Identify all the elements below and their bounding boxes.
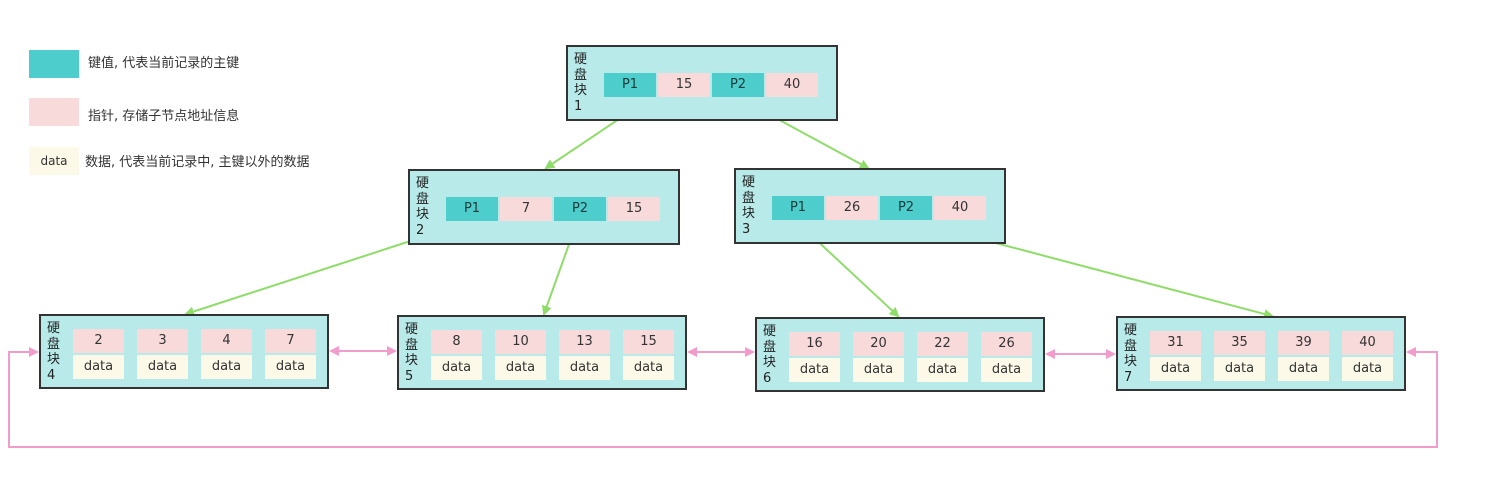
leaf-data-cell: data [137,355,188,379]
leaf-key-cell: 26 [981,332,1032,356]
leaf-key-cell: 2 [73,329,124,353]
block-label: 硬盘块6 [763,324,777,386]
pointer-p2-cell: P2 [554,197,606,221]
pointer-p1-cell: P1 [604,73,656,97]
leaf-data-cell: data [495,356,546,380]
legend-data-text: 数据, 代表当前记录中, 主键以外的数据 [85,155,310,170]
disk-block-1: 硬盘块1 P1 15 P2 40 [566,45,838,121]
pointer-p2-cell: P2 [880,196,932,220]
leaf-key-cell: 39 [1278,331,1329,355]
leaf-key-cell: 16 [789,332,840,356]
block-label: 硬盘块7 [1124,323,1138,385]
leaf-key-cell: 22 [917,332,968,356]
key-cell: 15 [608,197,660,221]
legend-key-swatch [29,50,79,78]
leaf-key-cell: 15 [623,330,674,354]
pointer-p1-cell: P1 [772,196,824,220]
leaf-data-cell: data [623,356,674,380]
legend-data-swatch: data [29,147,79,175]
leaf-key-cell: 35 [1214,331,1265,355]
leaf-data-cell: data [789,358,840,382]
disk-block-4: 硬盘块4 2 data 3 data 4 data 7 data [39,314,329,389]
arrow-b1-p1-to-b2 [544,112,629,170]
block-label: 硬盘块4 [47,321,61,383]
leaf-data-cell: data [73,355,124,379]
disk-block-6: 硬盘块6 16 data 20 data 22 data 26 data [755,317,1045,392]
leaf-data-cell: data [431,356,482,380]
key-cell: 15 [658,73,710,97]
leaf-key-cell: 20 [853,332,904,356]
leaf-key-cell: 3 [137,329,188,353]
disk-block-5: 硬盘块5 8 data 10 data 13 data 15 data [397,315,687,390]
legend-key-text: 键值, 代表当前记录的主键 [88,56,240,71]
block-label: 硬盘块5 [405,322,419,384]
leaf-key-cell: 31 [1150,331,1201,355]
leaf-data-cell: data [559,356,610,380]
leaf-key-cell: 10 [495,330,546,354]
leaf-data-cell: data [1278,357,1329,381]
legend-pointer-swatch [29,98,79,126]
block-label: 硬盘块3 [742,175,756,237]
disk-block-7: 硬盘块7 31 data 35 data 39 data 40 data [1116,316,1406,391]
key-cell: 7 [500,197,552,221]
legend-pointer-text: 指针, 存储子节点地址信息 [88,109,240,124]
pointer-p1-cell: P1 [446,197,498,221]
leaf-data-cell: data [1214,357,1265,381]
key-cell: 26 [826,196,878,220]
pointer-p2-cell: P2 [712,73,764,97]
leaf-data-cell: data [201,355,252,379]
leaf-data-cell: data [853,358,904,382]
leaf-key-cell: 40 [1342,331,1393,355]
leaf-key-cell: 8 [431,330,482,354]
block-label: 硬盘块2 [416,176,430,238]
leaf-data-cell: data [981,358,1032,382]
leaf-data-cell: data [265,355,316,379]
leaf-key-cell: 7 [265,329,316,353]
block-label: 硬盘块1 [574,52,588,114]
leaf-key-cell: 4 [201,329,252,353]
key-cell: 40 [766,73,818,97]
leaf-data-cell: data [1150,357,1201,381]
disk-block-3: 硬盘块3 P1 26 P2 40 [734,168,1006,244]
key-cell: 40 [934,196,986,220]
leaf-data-cell: data [1342,357,1393,381]
leaf-data-cell: data [917,358,968,382]
leaf-key-cell: 13 [559,330,610,354]
disk-block-2: 硬盘块2 P1 7 P2 15 [408,169,680,245]
